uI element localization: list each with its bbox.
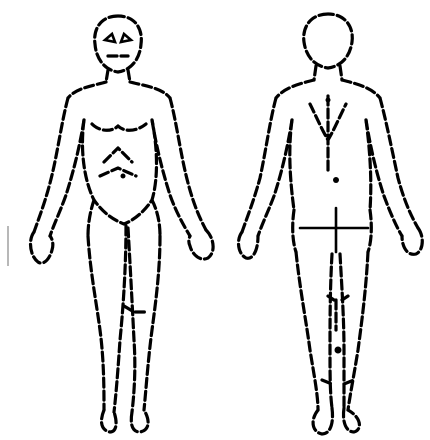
back-right-leg — [340, 252, 368, 410]
front-eyes — [105, 34, 131, 42]
back-left-foot — [313, 408, 332, 434]
back-head — [304, 14, 353, 68]
back-left-hand — [239, 232, 258, 258]
front-left-foot — [102, 410, 117, 432]
back-calf-dot — [335, 347, 342, 354]
back-hips — [293, 210, 372, 252]
front-abdomen — [100, 148, 136, 176]
back-right-hand — [402, 228, 422, 254]
back-right-arm — [366, 98, 418, 236]
front-chest — [92, 124, 146, 130]
front-torso — [82, 120, 156, 224]
front-left-leg — [88, 226, 126, 412]
back-left-arm — [242, 98, 292, 236]
front-right-foot — [131, 410, 148, 432]
back-right-foot — [343, 408, 359, 432]
front-view-figure — [31, 16, 214, 432]
front-navel — [121, 174, 126, 179]
back-upper-dot — [326, 98, 331, 103]
cross-marker — [300, 208, 368, 252]
back-left-leg — [296, 252, 332, 410]
front-left-arm — [34, 98, 84, 236]
front-left-hand — [31, 232, 53, 263]
back-waist-dot — [333, 177, 339, 183]
back-ankles — [322, 380, 354, 384]
front-right-arm — [152, 98, 206, 236]
front-knee-mark — [124, 306, 148, 312]
front-right-leg — [128, 228, 160, 412]
front-right-hand — [189, 230, 213, 259]
back-view-figure — [239, 14, 423, 434]
front-head — [95, 16, 142, 72]
front-shoulders — [68, 82, 170, 98]
